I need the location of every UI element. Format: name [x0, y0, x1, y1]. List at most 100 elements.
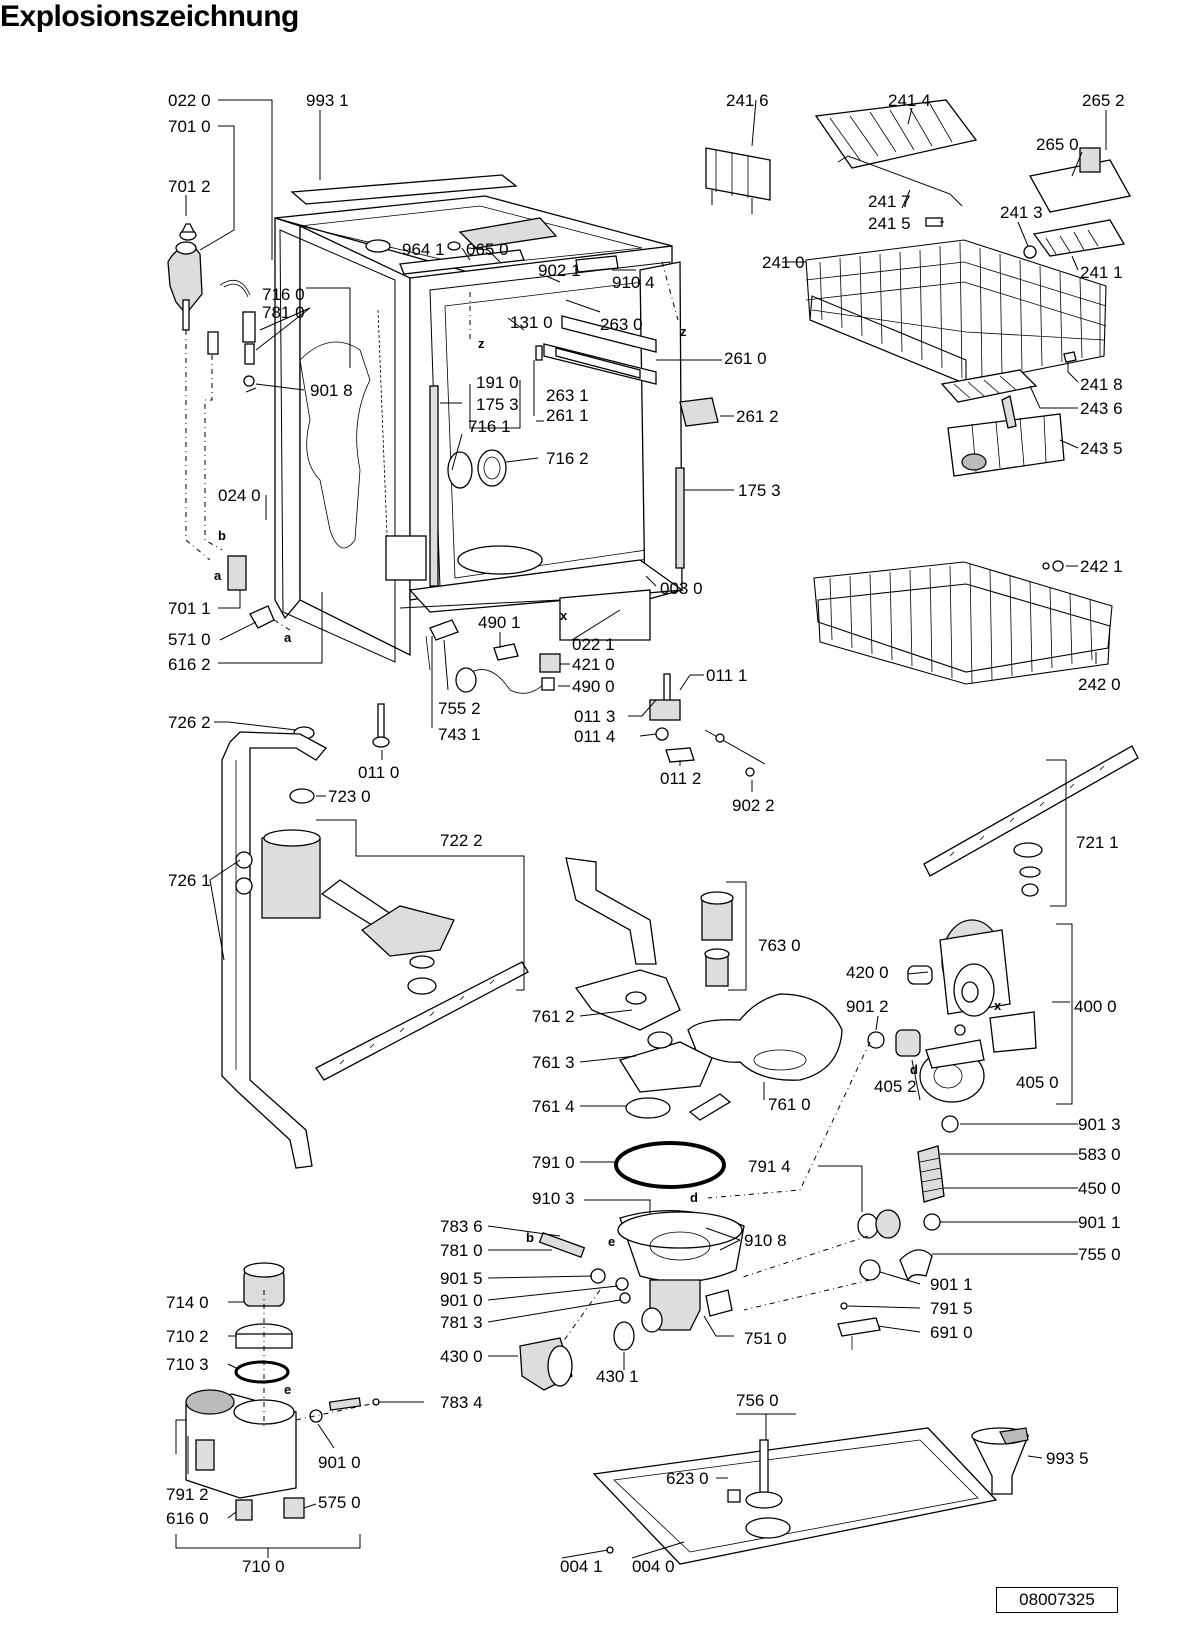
part-label: 761 2 [532, 1007, 575, 1026]
part-label: 011 0 [358, 763, 399, 782]
part-label: 175 3 [738, 481, 781, 500]
part-label: 241 5 [868, 214, 911, 233]
reference-letter: b [526, 1230, 534, 1245]
part-label: 901 8 [310, 381, 353, 400]
part-label: 241 3 [1000, 203, 1043, 222]
part-label: 011 2 [660, 769, 701, 788]
part-label: 024 0 [218, 486, 261, 505]
part-label: 241 4 [888, 91, 931, 110]
part-label: 726 1 [168, 871, 211, 890]
part-label: 191 0 [476, 373, 519, 392]
part-label: 901 1 [1078, 1213, 1121, 1232]
part-label: 721 1 [1076, 833, 1119, 852]
part-label: 003 0 [660, 579, 703, 598]
detergent-dispenser-parts [167, 223, 291, 631]
part-label: 022 0 [168, 91, 211, 110]
part-label: 241 6 [726, 91, 769, 110]
reference-letter: d [690, 1190, 698, 1205]
water-softener-assembly [175, 1262, 381, 1558]
part-label: 065 0 [466, 240, 509, 259]
part-label: 022 1 [572, 635, 615, 654]
part-label: 716 2 [546, 449, 589, 468]
part-label: 583 0 [1078, 1145, 1121, 1164]
part-label: 756 0 [736, 1391, 779, 1410]
part-label: 710 3 [166, 1355, 209, 1374]
base-plate [592, 1413, 998, 1565]
pump-motor-assembly [707, 919, 1073, 1350]
part-label: 901 0 [318, 1453, 361, 1472]
part-label: 761 3 [532, 1053, 575, 1072]
part-label: 743 1 [438, 725, 481, 744]
part-label: 241 1 [1080, 263, 1123, 282]
part-label: 616 2 [168, 655, 211, 674]
part-label: 791 4 [748, 1157, 791, 1176]
part-label: 616 0 [166, 1509, 209, 1528]
part-label: 993 5 [1046, 1449, 1089, 1468]
part-label: 781 0 [262, 303, 305, 322]
part-label: 175 3 [476, 395, 519, 414]
part-label: 405 2 [874, 1077, 917, 1096]
part-label: 781 3 [440, 1313, 483, 1332]
part-label: 710 2 [166, 1327, 209, 1346]
part-label: 400 0 [1074, 997, 1117, 1016]
part-label: 901 1 [930, 1275, 973, 1294]
part-label: 265 0 [1036, 135, 1079, 154]
part-label: 755 0 [1078, 1245, 1121, 1264]
lower-basket [813, 560, 1113, 685]
reference-letter: d [910, 1062, 918, 1077]
part-label: 783 6 [440, 1217, 483, 1236]
part-label: 430 1 [596, 1367, 639, 1386]
reference-letter: e [608, 1234, 615, 1249]
part-label: 781 0 [440, 1241, 483, 1260]
part-label: 623 0 [666, 1469, 709, 1488]
part-label: 571 0 [168, 630, 211, 649]
reference-letter: z [478, 336, 485, 351]
reference-letter: x [994, 998, 1002, 1013]
part-label: 714 0 [166, 1293, 209, 1312]
heater-pressure-parts [372, 619, 766, 777]
dishwasher-tub [274, 174, 719, 663]
part-label: 701 1 [168, 599, 211, 618]
part-label: 004 1 [560, 1557, 603, 1576]
part-label: 901 0 [440, 1291, 483, 1310]
reference-letter: b [218, 528, 226, 543]
part-label: 723 0 [328, 787, 371, 806]
drawing-reference-number: 08007325 [996, 1587, 1118, 1613]
part-label: 901 3 [1078, 1115, 1121, 1134]
reference-letter: z [680, 324, 687, 339]
part-label: 004 0 [632, 1557, 675, 1576]
reference-letter: e [284, 1382, 291, 1397]
part-label: 716 1 [468, 417, 511, 436]
part-label: 791 2 [166, 1485, 209, 1504]
part-label: 783 4 [440, 1393, 483, 1412]
part-label: 575 0 [318, 1493, 361, 1512]
part-label: 755 2 [438, 699, 481, 718]
part-label: 763 0 [758, 936, 801, 955]
part-label: 716 0 [262, 285, 305, 304]
part-label: 902 1 [538, 261, 581, 280]
part-label: 261 0 [724, 349, 767, 368]
part-label: 910 8 [744, 1231, 787, 1250]
salt-funnel [971, 1427, 1029, 1495]
part-label: 242 1 [1080, 557, 1123, 576]
part-label: 710 0 [242, 1557, 285, 1576]
part-label: 243 6 [1080, 399, 1123, 418]
upper-spray-arm [923, 745, 1139, 907]
part-label: 261 2 [736, 407, 779, 426]
part-label: 964 1 [402, 240, 445, 259]
part-label: 131 0 [510, 313, 553, 332]
part-label: 761 0 [768, 1095, 811, 1114]
part-label: 242 0 [1078, 675, 1121, 694]
part-label: 430 0 [440, 1347, 483, 1366]
part-label: 910 3 [532, 1189, 575, 1208]
part-label: 901 5 [440, 1269, 483, 1288]
part-label: 722 2 [440, 831, 483, 850]
reference-letter: a [214, 568, 222, 583]
part-label: 701 2 [168, 177, 211, 196]
sump-filter-assembly [519, 857, 843, 1391]
part-label: 241 7 [868, 192, 911, 211]
part-label: 265 2 [1082, 91, 1125, 110]
leader-lines [175, 99, 1107, 1559]
part-label: 490 1 [478, 613, 521, 632]
